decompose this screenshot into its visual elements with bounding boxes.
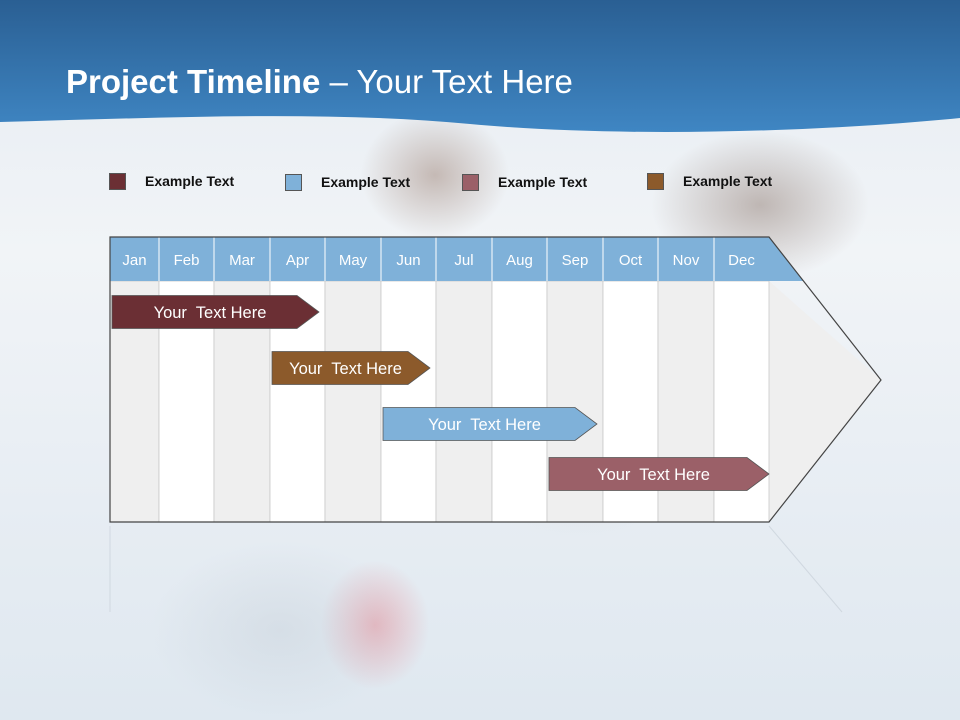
legend-item-2: Example Text xyxy=(285,172,410,192)
task-label-1: Your Text Here xyxy=(154,304,267,322)
legend-swatch-2 xyxy=(285,173,302,191)
legend-swatch-4 xyxy=(647,172,664,190)
background-photo-ear-left xyxy=(360,110,510,240)
month-label-may: May xyxy=(339,252,368,269)
legend-label-1: Example Text xyxy=(145,173,235,189)
month-label-mar: Mar xyxy=(229,252,255,269)
legend-item-4: Example Text xyxy=(647,171,772,191)
timeline-outline xyxy=(109,236,882,523)
legend-label-3: Example Text xyxy=(498,174,588,190)
page-title: Project Timeline – Your Text Here xyxy=(66,60,573,104)
legend-item-3: Example Text xyxy=(462,172,587,192)
month-label-feb: Feb xyxy=(174,252,200,269)
month-column-jun xyxy=(380,280,437,523)
legend-label-2: Example Text xyxy=(321,174,411,190)
month-label-sep: Sep xyxy=(562,252,589,269)
month-label-jun: Jun xyxy=(396,252,420,269)
title-rest-part: – Your Text Here xyxy=(320,63,573,100)
background-photo-shadow xyxy=(150,540,410,720)
month-label-jan: Jan xyxy=(122,252,146,269)
month-label-oct: Oct xyxy=(619,252,643,269)
month-label-apr: Apr xyxy=(286,252,309,269)
task-bar-2 xyxy=(271,351,431,385)
month-column-may xyxy=(324,280,382,523)
month-column-jul xyxy=(435,280,493,523)
task-bar-3 xyxy=(382,407,598,441)
month-label-jul: Jul xyxy=(454,252,473,269)
task-label-4: Your Text Here xyxy=(597,466,710,484)
timeline-reflection xyxy=(109,525,843,613)
legend-item-1: Example Text xyxy=(109,171,234,191)
legend-swatch-1 xyxy=(109,172,126,190)
task-bar-1 xyxy=(111,295,320,329)
month-label-aug: Aug xyxy=(506,252,533,269)
task-bar-4 xyxy=(548,457,770,491)
legend-swatch-3 xyxy=(462,173,479,191)
legend-label-4: Example Text xyxy=(683,173,773,189)
header-band xyxy=(0,0,960,132)
title-bold-part: Project Timeline xyxy=(66,63,321,100)
month-label-nov: Nov xyxy=(673,252,700,269)
task-label-2: Your Text Here xyxy=(289,360,402,378)
timeline-arrow-body xyxy=(769,281,881,522)
month-label-dec: Dec xyxy=(728,252,755,269)
month-column-aug xyxy=(491,280,548,523)
month-header-bar xyxy=(110,237,803,281)
background-bandage-mark xyxy=(320,560,430,690)
task-label-3: Your Text Here xyxy=(428,416,541,434)
